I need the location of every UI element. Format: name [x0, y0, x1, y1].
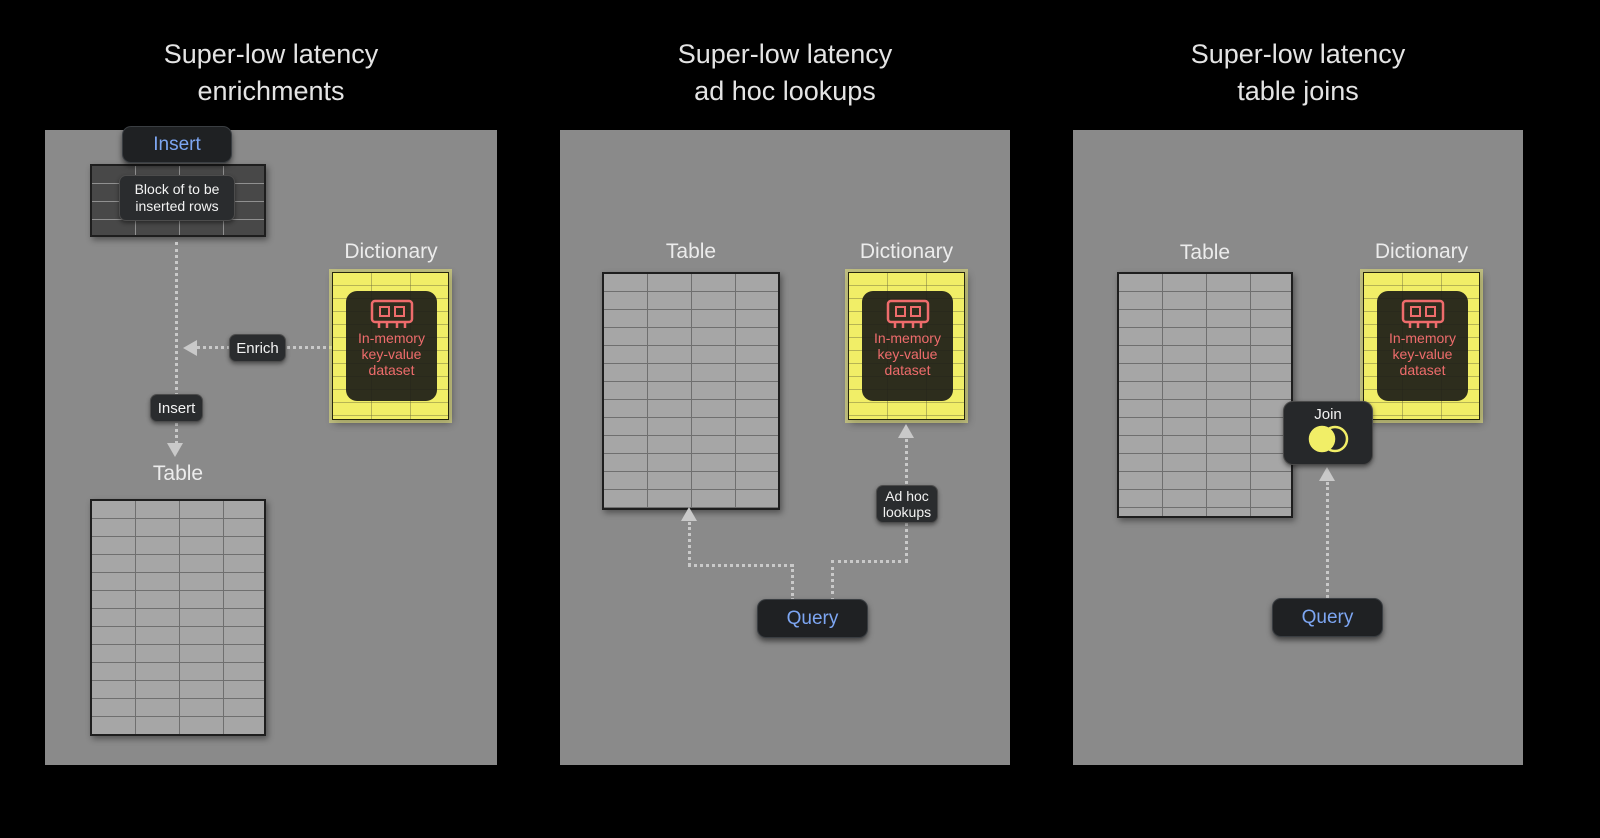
lookup-flow-line — [831, 560, 834, 601]
title-line: ad hoc lookups — [694, 76, 876, 106]
query-button-label: Query — [1301, 606, 1354, 628]
memory-chip-icon — [886, 299, 929, 328]
table-label: Table — [665, 240, 717, 263]
dictionary-label: Dictionary — [859, 240, 954, 263]
query-flow-line — [688, 522, 691, 566]
arrowhead-up-icon — [1319, 467, 1335, 481]
panel-title-adhoc: Super-low latency ad hoc lookups — [560, 36, 1010, 110]
insert-flow-label-text: Insert — [157, 399, 196, 417]
title-line: table joins — [1237, 76, 1359, 106]
dictionary-caption-line: dataset — [884, 362, 931, 378]
insert-button: Insert — [122, 126, 232, 163]
adhoc-lookups-label-line: Ad hoc — [885, 488, 929, 504]
title-line: enrichments — [197, 76, 345, 106]
arrowhead-left-icon — [183, 340, 197, 356]
join-box: Join — [1283, 401, 1373, 465]
dictionary-box: In-memory key-value dataset — [848, 272, 965, 420]
dictionary-caption-line: key-value — [361, 346, 422, 362]
dictionary-label: Dictionary — [1374, 240, 1469, 263]
lookup-flow-line — [831, 560, 908, 563]
dictionary-inner-card: In-memory key-value dataset — [1377, 291, 1468, 401]
query-flow-line — [688, 564, 793, 567]
join-label: Join — [1314, 406, 1342, 423]
table-grid — [90, 499, 266, 736]
insert-button-label: Insert — [153, 133, 201, 155]
adhoc-lookups-label: Ad hoc lookups — [876, 485, 938, 523]
enrich-label-text: Enrich — [236, 339, 279, 357]
dictionary-inner-card: In-memory key-value dataset — [346, 291, 437, 401]
query-flow-line — [791, 564, 794, 601]
title-line: Super-low latency — [163, 39, 379, 69]
query-button: Query — [757, 599, 868, 638]
query-flow-line — [1326, 482, 1329, 598]
dictionary-caption-line: In-memory — [1389, 330, 1456, 346]
dictionary-caption-line: key-value — [877, 346, 938, 362]
dictionary-label: Dictionary — [344, 240, 438, 263]
arrowhead-down-icon — [167, 443, 183, 457]
dictionary-caption-line: In-memory — [358, 330, 425, 346]
enrich-label: Enrich — [229, 334, 286, 362]
insert-flow-line — [175, 242, 178, 444]
memory-chip-icon — [370, 299, 413, 328]
dictionary-caption-line: dataset — [1399, 362, 1446, 378]
query-button: Query — [1272, 598, 1383, 637]
adhoc-lookups-label-line: lookups — [882, 504, 932, 520]
table-grid — [602, 272, 780, 510]
table-label: Table — [152, 462, 204, 485]
dictionary-caption-line: key-value — [1392, 346, 1453, 362]
block-rows-label-line: inserted rows — [135, 198, 219, 214]
title-line: Super-low latency — [677, 39, 893, 69]
table-label: Table — [1179, 241, 1231, 264]
title-line: Super-low latency — [1190, 39, 1406, 69]
dictionary-box: In-memory key-value dataset — [1363, 272, 1480, 420]
memory-chip-icon — [1401, 299, 1444, 328]
panel-title-enrichments: Super-low latency enrichments — [45, 36, 497, 110]
dictionary-box: In-memory key-value dataset — [332, 272, 449, 420]
block-rows-label-line: Block of to be — [134, 181, 220, 197]
query-button-label: Query — [786, 607, 839, 629]
dictionary-inner-card: In-memory key-value dataset — [862, 291, 953, 401]
table-grid — [1117, 272, 1293, 518]
dictionary-caption-line: In-memory — [874, 330, 941, 346]
panel-title-joins: Super-low latency table joins — [1073, 36, 1523, 110]
arrowhead-up-icon — [681, 507, 697, 521]
venn-join-icon — [1308, 425, 1349, 453]
arrowhead-up-icon — [898, 424, 914, 438]
insert-flow-label: Insert — [150, 394, 203, 422]
block-rows-label: Block of to be inserted rows — [119, 175, 235, 221]
dictionary-caption-line: dataset — [368, 362, 415, 378]
